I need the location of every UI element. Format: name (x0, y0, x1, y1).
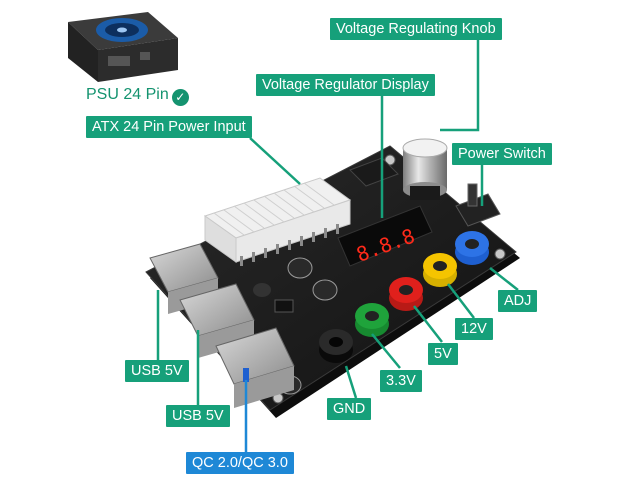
label-power-switch: Power Switch (452, 143, 552, 165)
label-gnd: GND (327, 398, 372, 420)
psu-label: PSU 24 Pin✓ (86, 86, 189, 106)
leader-lines (156, 40, 519, 452)
label-12v: 12V (455, 318, 493, 340)
label-usb-2: USB 5V (166, 405, 230, 427)
binding-posts (319, 231, 489, 363)
psu-label-text: PSU 24 Pin (86, 86, 169, 103)
label-atx-input: ATX 24 Pin Power Input (86, 116, 252, 138)
label-3v3: 3.3V (380, 370, 422, 392)
label-5v: 5V (428, 343, 458, 365)
label-adj: ADJ (498, 290, 538, 312)
atx-24-pin-connector (203, 177, 352, 266)
voltage-knob (402, 138, 448, 200)
label-voltage-knob: Voltage Regulating Knob (330, 18, 502, 40)
usb-ports (149, 243, 295, 408)
check-icon: ✓ (171, 89, 189, 106)
psu-unit-image (68, 12, 178, 82)
power-switch-body (455, 183, 501, 227)
label-qc: QC 2.0/QC 3.0 (186, 452, 294, 474)
label-voltage-display: Voltage Regulator Display (256, 74, 435, 96)
label-usb-1: USB 5V (125, 360, 189, 382)
